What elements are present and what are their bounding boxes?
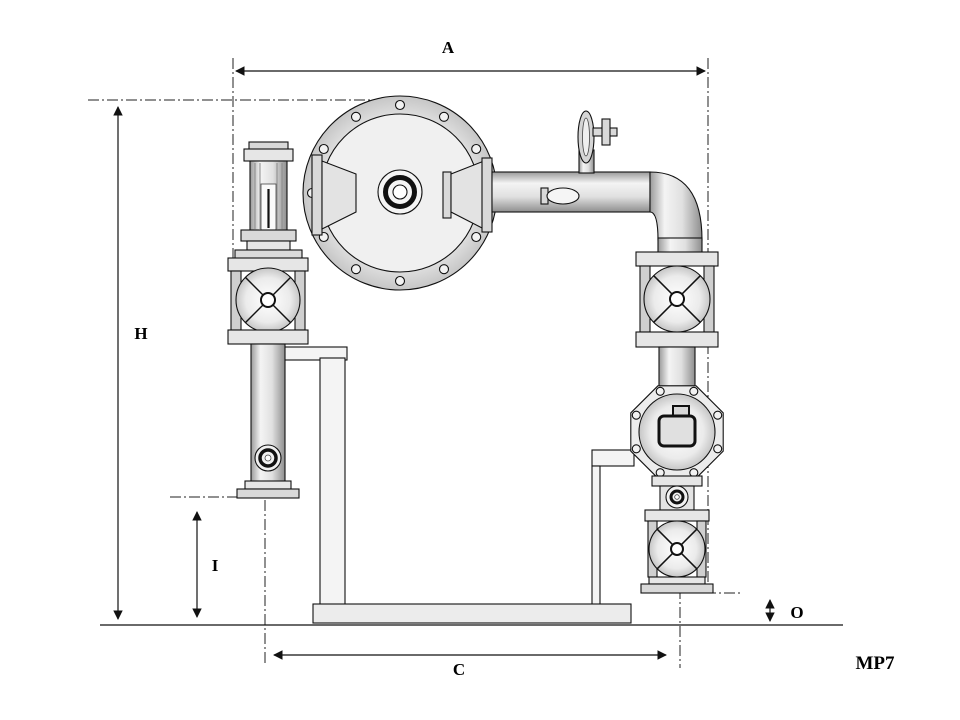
dim-o-label: O [790, 603, 803, 622]
model-label: MP7 [855, 653, 895, 674]
butterfly-valve-discharge-upper [635, 251, 719, 348]
sight-glass [254, 444, 282, 472]
gauge-fitting [540, 187, 580, 205]
flange [246, 240, 291, 251]
dim-h-label: H [134, 324, 147, 343]
check-valve [630, 385, 724, 479]
suction-end-flange [236, 488, 300, 499]
suction-flange-plate [311, 154, 323, 236]
discharge-assembly [491, 110, 724, 594]
dim-c-label: C [453, 660, 465, 679]
dim-a-label: A [442, 38, 455, 57]
gate-valve [577, 110, 618, 174]
pipe-elbow [649, 171, 703, 241]
dim-i-label: I [212, 556, 219, 575]
spacer-sight-ring [659, 485, 695, 511]
butterfly-valve-discharge-lower [640, 509, 714, 594]
coupling-plate [442, 171, 452, 219]
discharge-flange-plate [481, 157, 493, 233]
suction-assembly [227, 141, 309, 499]
base-frame [283, 346, 635, 624]
shaft-hub [377, 169, 423, 215]
valve-actuator [243, 141, 294, 232]
check-valve-bolts [631, 386, 723, 478]
flange [240, 229, 297, 242]
suction-cone [321, 160, 357, 230]
dimension-lines [113, 66, 775, 660]
butterfly-valve-suction [227, 257, 309, 345]
flange [651, 475, 703, 487]
flange [244, 480, 292, 490]
pump-casing [302, 95, 498, 291]
casing-bolts [306, 99, 494, 287]
